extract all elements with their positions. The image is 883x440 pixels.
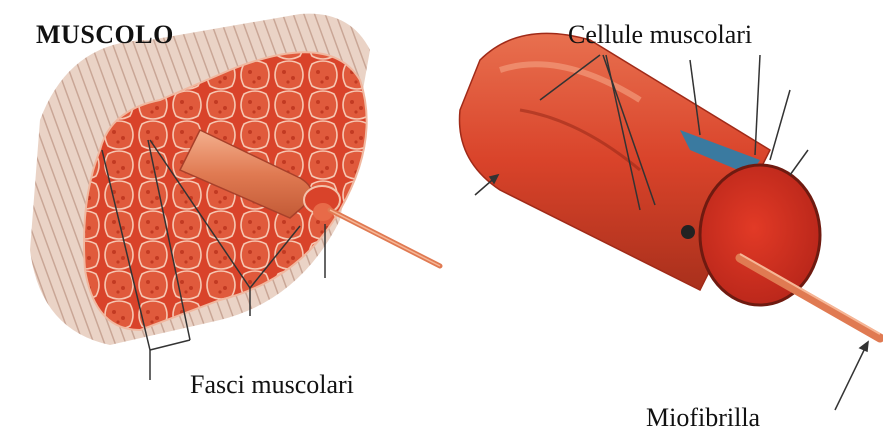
label-myofibril: Miofibrilla [646,405,760,431]
label-muscle-bundles: Fasci muscolari [190,372,354,398]
label-muscle-cells: Cellule muscolari [568,22,752,48]
muscle-cross-section [30,14,440,380]
muscle-cell-cylinder [460,33,881,410]
diagram-title: MUSCOLO [36,22,174,48]
